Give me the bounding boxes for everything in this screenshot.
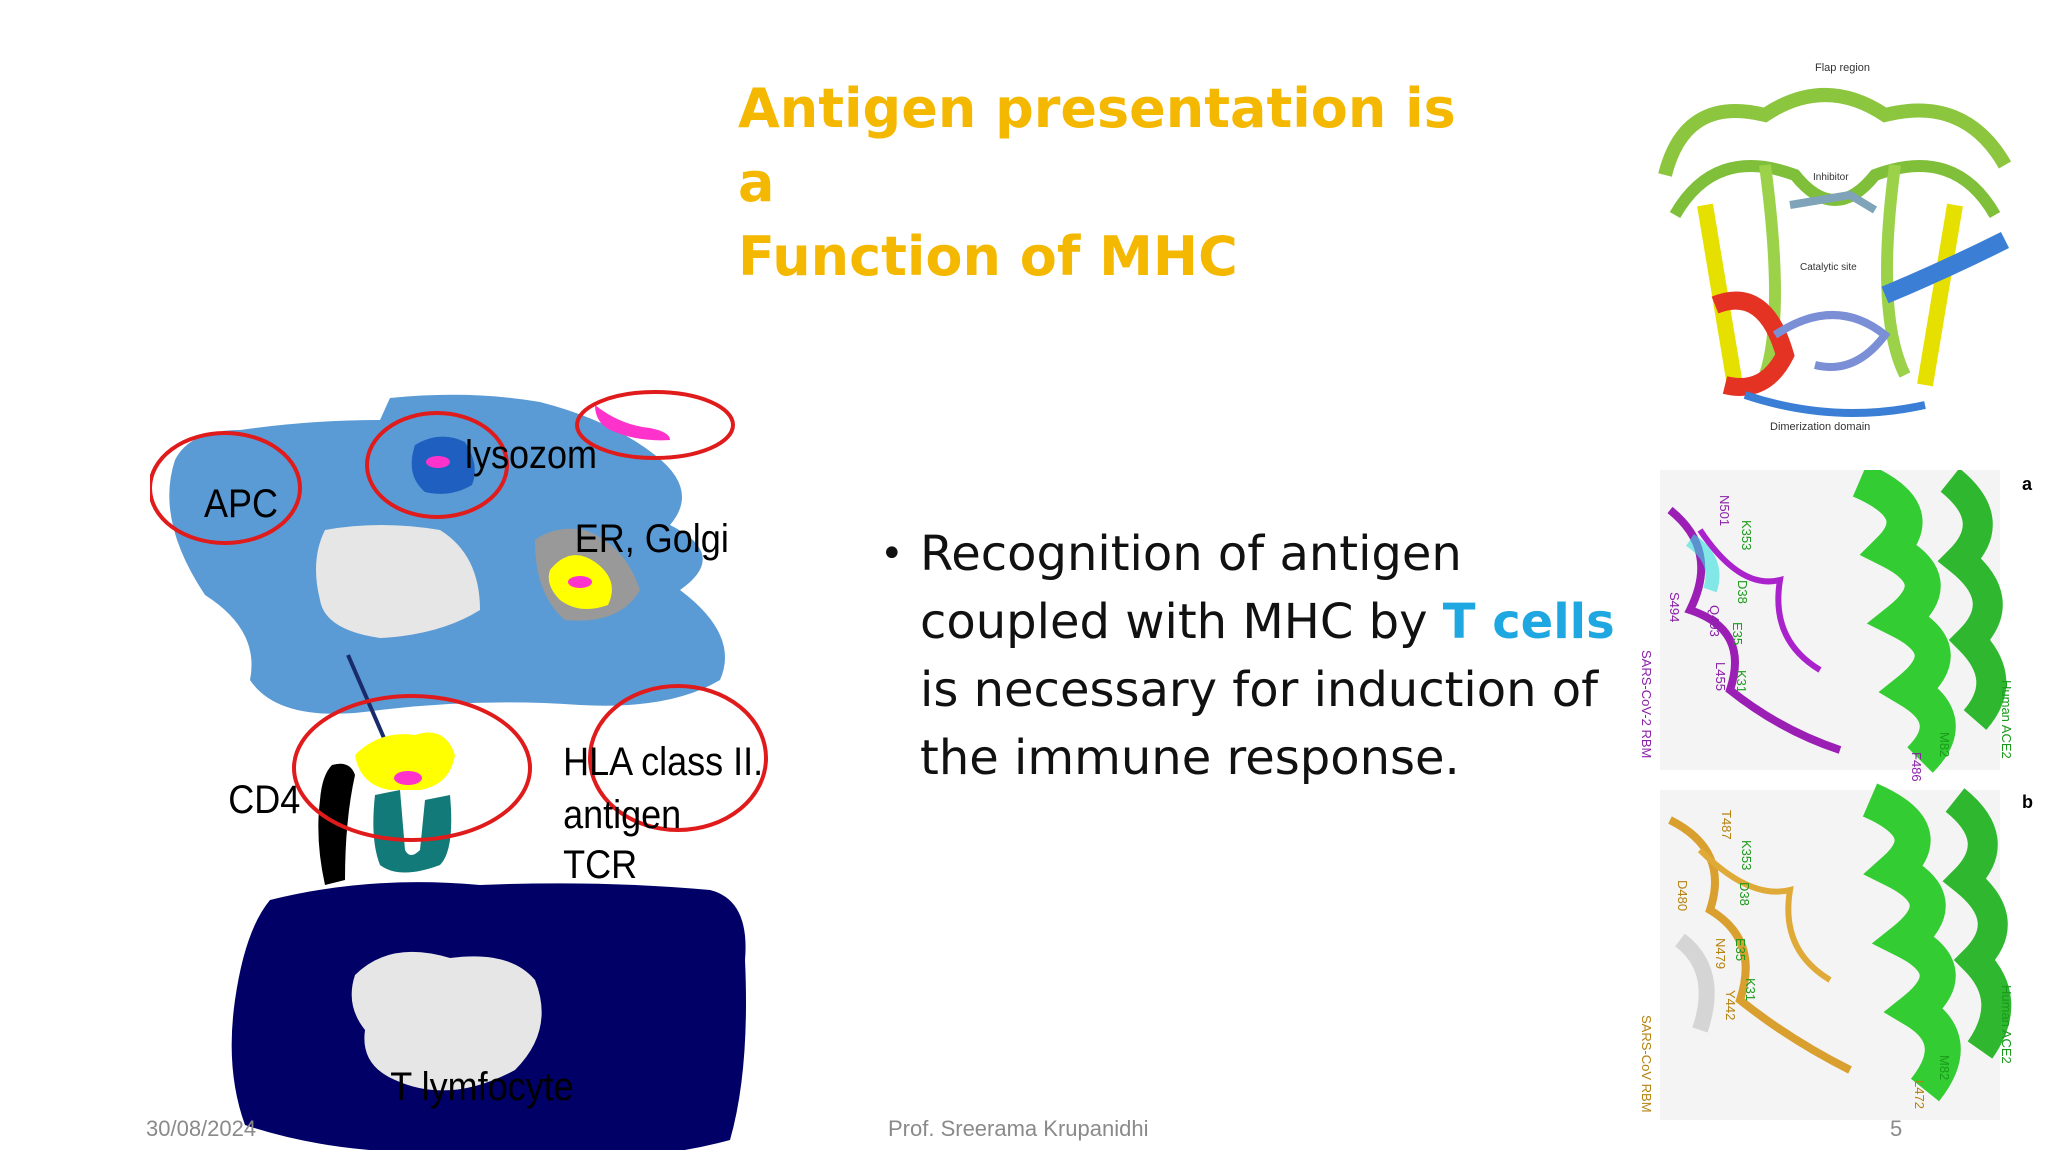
bullet-marker: • (880, 531, 904, 577)
label-flap-region: Flap region (1815, 62, 1870, 74)
title-line-1: Antigen presentation is a (738, 77, 1456, 214)
residue-m82-a: M82 (1937, 732, 1952, 757)
highlight-circle-lysosome (365, 411, 509, 519)
presented-antigen (394, 771, 422, 785)
bullet-text-highlight: T cells (1442, 594, 1615, 650)
residue-n501: N501 (1717, 495, 1732, 526)
label-sars-rbm: SARS-CoV RBM (1639, 1015, 1654, 1113)
label-tcr: TCR (563, 843, 637, 887)
er-golgi-antigen (568, 576, 592, 588)
residue-s494: S494 (1667, 592, 1682, 622)
label-er-golgi: ER, Golgi (575, 517, 729, 561)
lysosome-antigen (426, 456, 450, 468)
highlight-circle-synapse (292, 694, 532, 842)
label-catalytic-site: Catalytic site (1800, 262, 1857, 273)
residue-d38-b: D38 (1737, 882, 1752, 906)
t-lymphocyte-nucleus (351, 951, 542, 1091)
residue-n479: N479 (1713, 938, 1728, 969)
label-sars2-rbm: SARS-CoV-2 RBM (1639, 650, 1654, 758)
residue-k31-a: K31 (1734, 670, 1749, 693)
residue-l455: L455 (1713, 662, 1728, 691)
label-t-lymphocyte: T lymfocyte (390, 1065, 573, 1109)
slide-title: Antigen presentation is a Function of MH… (738, 72, 1498, 294)
hla-class-ii (355, 732, 455, 790)
protease-structure-image: Flap region Inhibitor Catalytic site Dim… (1625, 55, 2045, 450)
residue-f486: F486 (1909, 752, 1924, 782)
bullet-item: Recognition of antigen coupled with MHC … (920, 520, 1640, 792)
residue-t487: T487 (1719, 810, 1734, 840)
label-hla-line1: HLA class II. (563, 740, 763, 784)
label-dimerization-domain: Dimerization domain (1770, 421, 1870, 433)
highlight-circle-surface (575, 390, 735, 460)
label-hla-line2: antigen (563, 793, 681, 837)
residue-d480: D480 (1675, 880, 1690, 911)
residue-d38-a: D38 (1735, 580, 1750, 604)
footer-page-number: 5 (1890, 1116, 1903, 1141)
panel-label-a: a (2022, 474, 2033, 494)
tcr-receptor (373, 790, 452, 873)
residue-k31-b: K31 (1743, 978, 1758, 1001)
label-lysosome: lysozom (465, 433, 597, 477)
residue-l472: L472 (1912, 1080, 1927, 1109)
highlight-circle-hla (588, 684, 768, 832)
footer-date: 30/08/2024 (146, 1116, 257, 1141)
residue-m82-b: M82 (1937, 1055, 1952, 1080)
bullet-text-post: is necessary for induction of the immune… (920, 662, 1599, 786)
surface-antigen (595, 405, 670, 441)
footer-presenter: Prof. Sreerama Krupanidhi (888, 1116, 1149, 1141)
residue-y442: Y442 (1723, 990, 1738, 1020)
ace2-rbm-structure-image: a b SARS-CoV-2 RBM SARS-CoV RBM Human AC… (1630, 470, 2038, 1130)
label-inhibitor: Inhibitor (1813, 172, 1849, 183)
label-human-ace2-b: Human ACE2 (1999, 985, 2014, 1064)
residue-e35-a: E35 (1730, 622, 1745, 645)
bullet-text-pre: Recognition of antigen coupled with MHC … (920, 526, 1462, 650)
residue-k353-a: K353 (1739, 520, 1754, 550)
panel-label-b: b (2022, 792, 2033, 812)
label-cd4: CD4 (228, 778, 300, 822)
title-line-2: Function of MHC (738, 225, 1238, 288)
highlight-circle-apc (150, 431, 302, 545)
antigen-presentation-diagram: APC lysozom ER, Golgi HLA class II. anti… (150, 390, 768, 1150)
label-human-ace2-a: Human ACE2 (1999, 680, 2014, 759)
residue-k353-b: K353 (1739, 840, 1754, 870)
residue-e35-b: E35 (1733, 938, 1748, 961)
apc-nucleus (316, 525, 480, 638)
label-apc: APC (204, 482, 278, 526)
residue-q493: Q493 (1707, 605, 1722, 637)
